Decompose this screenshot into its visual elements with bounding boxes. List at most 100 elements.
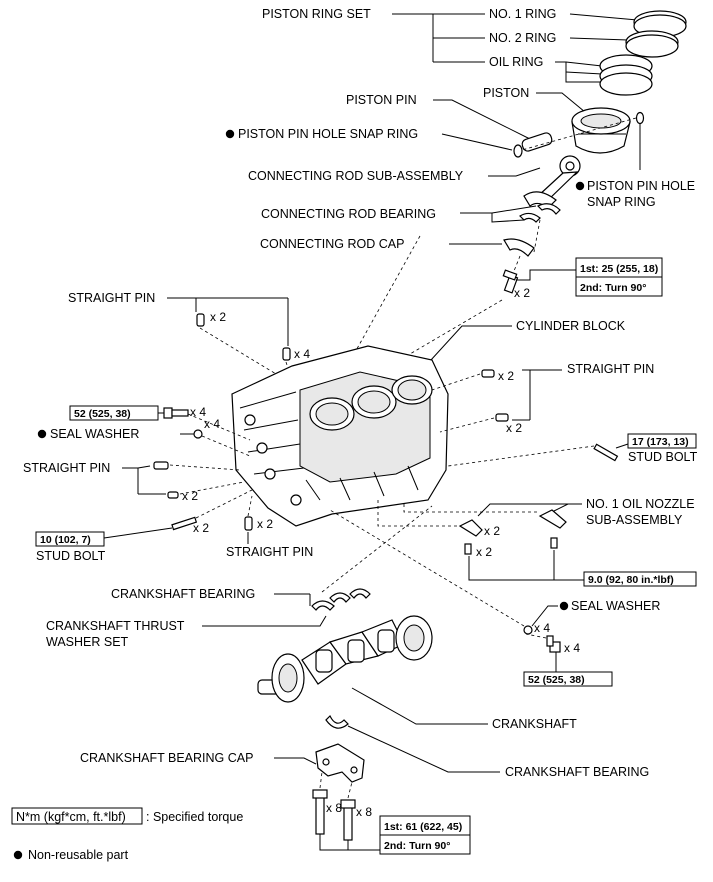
- straight-pin-top-group: STRAIGHT PIN x 2 x 4: [68, 291, 310, 381]
- label-oil-ring: OIL RING: [489, 55, 543, 69]
- oil-nozzle-icon: [458, 509, 567, 537]
- label-straight-pin-top: STRAIGHT PIN: [68, 291, 155, 305]
- crankshaft-group: CRANKSHAFT: [257, 615, 577, 731]
- qty-bolt-right: x 4: [564, 641, 580, 655]
- label-no1-ring: NO. 1 RING: [489, 7, 556, 21]
- legend-torque-box: [11, 807, 143, 825]
- bolt-icon: [464, 543, 472, 555]
- label-piston-pin-hole-snap-ring-left: PISTON PIN HOLE SNAP RING: [238, 127, 418, 141]
- label-crankshaft-thrust-1: CRANKSHAFT THRUST: [46, 619, 185, 633]
- stud-bolt-icon: [171, 516, 198, 531]
- crankshaft-bearing-bottom-group: CRANKSHAFT BEARING: [325, 714, 649, 779]
- crankshaft-bearing-top-group: CRANKSHAFT BEARING CRANKSHAFT THRUST WAS…: [46, 505, 433, 649]
- straight-pin-icon: [167, 491, 179, 499]
- label-connecting-rod-cap: CONNECTING ROD CAP: [260, 237, 404, 251]
- qty-straight-pin-top-2: x 4: [294, 347, 310, 361]
- label-seal-washer-right: SEAL WASHER: [571, 599, 660, 613]
- label-stud-bolt-right: STUD BOLT: [628, 450, 698, 464]
- stud-bolt-right-group: 17 (173, 13) STUD BOLT: [447, 433, 698, 467]
- piston-icon: [571, 107, 631, 154]
- torque-bolt-right: 52 (525, 38): [528, 674, 585, 686]
- qty-straight-pin-top-1: x 2: [210, 310, 226, 324]
- label-crankshaft-bearing-bottom: CRANKSHAFT BEARING: [505, 765, 649, 779]
- piston-pin-icon: [521, 132, 553, 152]
- crankshaft-bearing-icon: [325, 714, 349, 729]
- straight-pin-left-group: STRAIGHT PIN x 2: [23, 461, 245, 503]
- crankshaft-bearing-cap-group: CRANKSHAFT BEARING CAP x 8 x 8 1st: 61 (…: [80, 743, 471, 855]
- label-straight-pin-bottom: STRAIGHT PIN: [226, 545, 313, 559]
- stud-bolt-icon: [593, 443, 619, 462]
- qty-main-bolt-1: x 8: [326, 801, 342, 815]
- label-piston-pin: PISTON PIN: [346, 93, 417, 107]
- oil-nozzle-group: NO. 1 OIL NOZZLE SUB-ASSEMBLY x 2 x 2 9.…: [377, 497, 697, 587]
- label-cylinder-block: CYLINDER BLOCK: [516, 319, 626, 333]
- left-bolt-group: 52 (525, 38) x 4 SEAL WASHER x 4: [37, 405, 251, 457]
- seal-washer-icon: [523, 625, 533, 635]
- right-bolt-group: x 4 SEAL WASHER x 4 52 (525, 38): [329, 509, 660, 687]
- label-crankshaft-thrust-2: WASHER SET: [46, 635, 129, 649]
- torque-stud-left: 10 (102, 7): [40, 534, 91, 546]
- label-piston: PISTON: [483, 86, 529, 100]
- crankshaft-bearing-icon: [311, 588, 371, 611]
- torque-conrod-1: 1st: 25 (255, 18): [580, 263, 658, 275]
- label-straight-pin-right: STRAIGHT PIN: [567, 362, 654, 376]
- torque-conrod-2: 2nd: Turn 90°: [580, 282, 646, 294]
- connecting-rod-icon: [523, 155, 581, 209]
- straight-pin-icon: [495, 413, 509, 422]
- straight-pin-icon: [153, 461, 169, 470]
- label-no2-ring: NO. 2 RING: [489, 31, 556, 45]
- snap-ring-icon: [513, 144, 523, 158]
- crankshaft-icon: [257, 615, 433, 703]
- non-reusable-dot-icon: [559, 601, 569, 611]
- connecting-rod-cap-icon: [503, 238, 535, 257]
- non-reusable-dot-icon: [225, 129, 235, 139]
- qty-oil-nozzle-bolt: x 2: [476, 545, 492, 559]
- label-piston-pin-hole-snap-ring-right-1: PISTON PIN HOLE: [587, 179, 695, 193]
- qty-conrod-bolt: x 2: [514, 286, 530, 300]
- cylinder-block-group: CYLINDER BLOCK: [231, 319, 626, 527]
- torque-main-1: 1st: 61 (622, 45): [384, 821, 462, 833]
- label-oil-nozzle-1: NO. 1 OIL NOZZLE: [586, 497, 695, 511]
- bolt-icon: [312, 789, 328, 835]
- label-piston-pin-hole-snap-ring-right-2: SNAP RING: [587, 195, 656, 209]
- non-reusable-dot-icon: [13, 850, 23, 860]
- seal-washer-icon: [193, 429, 203, 439]
- bolt-icon: [546, 635, 561, 653]
- legend-torque-unit: N*m (kgf*cm, ft.*lbf): [16, 810, 126, 824]
- qty-straight-pin-bottom: x 2: [257, 517, 273, 531]
- non-reusable-dot-icon: [575, 181, 585, 191]
- straight-pin-right-group: x 2 x 2 STRAIGHT PIN: [431, 362, 654, 435]
- torque-nozzle: 9.0 (92, 80 in.*lbf): [588, 574, 674, 586]
- torque-box-stud-left: [35, 531, 105, 547]
- bolt-icon: [163, 407, 189, 419]
- non-reusable-dot-icon: [37, 429, 47, 439]
- crankshaft-bearing-cap-icon: [315, 743, 365, 783]
- torque-stud-right: 17 (173, 13): [632, 436, 689, 448]
- piston-ring-icon: [599, 10, 687, 96]
- qty-straight-pin-right-2: x 2: [506, 421, 522, 435]
- snap-ring-icon: [635, 111, 645, 125]
- label-seal-washer-left: SEAL WASHER: [50, 427, 139, 441]
- bolt-icon: [550, 537, 558, 549]
- label-connecting-rod-bearing: CONNECTING ROD BEARING: [261, 207, 436, 221]
- connecting-rod-bearing-icon: [519, 203, 561, 223]
- piston-group: PISTON PISTON PIN PISTON PIN HOLE SNAP R…: [225, 86, 695, 209]
- qty-seal-washer-right: x 4: [534, 621, 550, 635]
- torque-box-nozzle: [583, 571, 697, 587]
- torque-box-stud-right: [627, 433, 697, 449]
- torque-box-bolt-right: [523, 671, 613, 687]
- torque-main-2: 2nd: Turn 90°: [384, 840, 450, 852]
- label-crankshaft-bearing-top: CRANKSHAFT BEARING: [111, 587, 255, 601]
- label-straight-pin-left: STRAIGHT PIN: [23, 461, 110, 475]
- qty-stud-bolt-left: x 2: [193, 521, 209, 535]
- qty-straight-pin-right-1: x 2: [498, 369, 514, 383]
- straight-pin-icon: [481, 369, 495, 378]
- legend-torque-desc: : Specified torque: [146, 810, 243, 824]
- stud-bolt-left-group: x 2 10 (102, 7) STUD BOLT: [35, 489, 253, 563]
- connecting-rod-group: CONNECTING ROD SUB-ASSEMBLY CONNECTING R…: [248, 155, 663, 373]
- straight-pin-bottom-group: x 2 STRAIGHT PIN: [226, 495, 313, 559]
- label-connecting-rod-sub-assembly: CONNECTING ROD SUB-ASSEMBLY: [248, 169, 464, 183]
- qty-main-bolt-2: x 8: [356, 805, 372, 819]
